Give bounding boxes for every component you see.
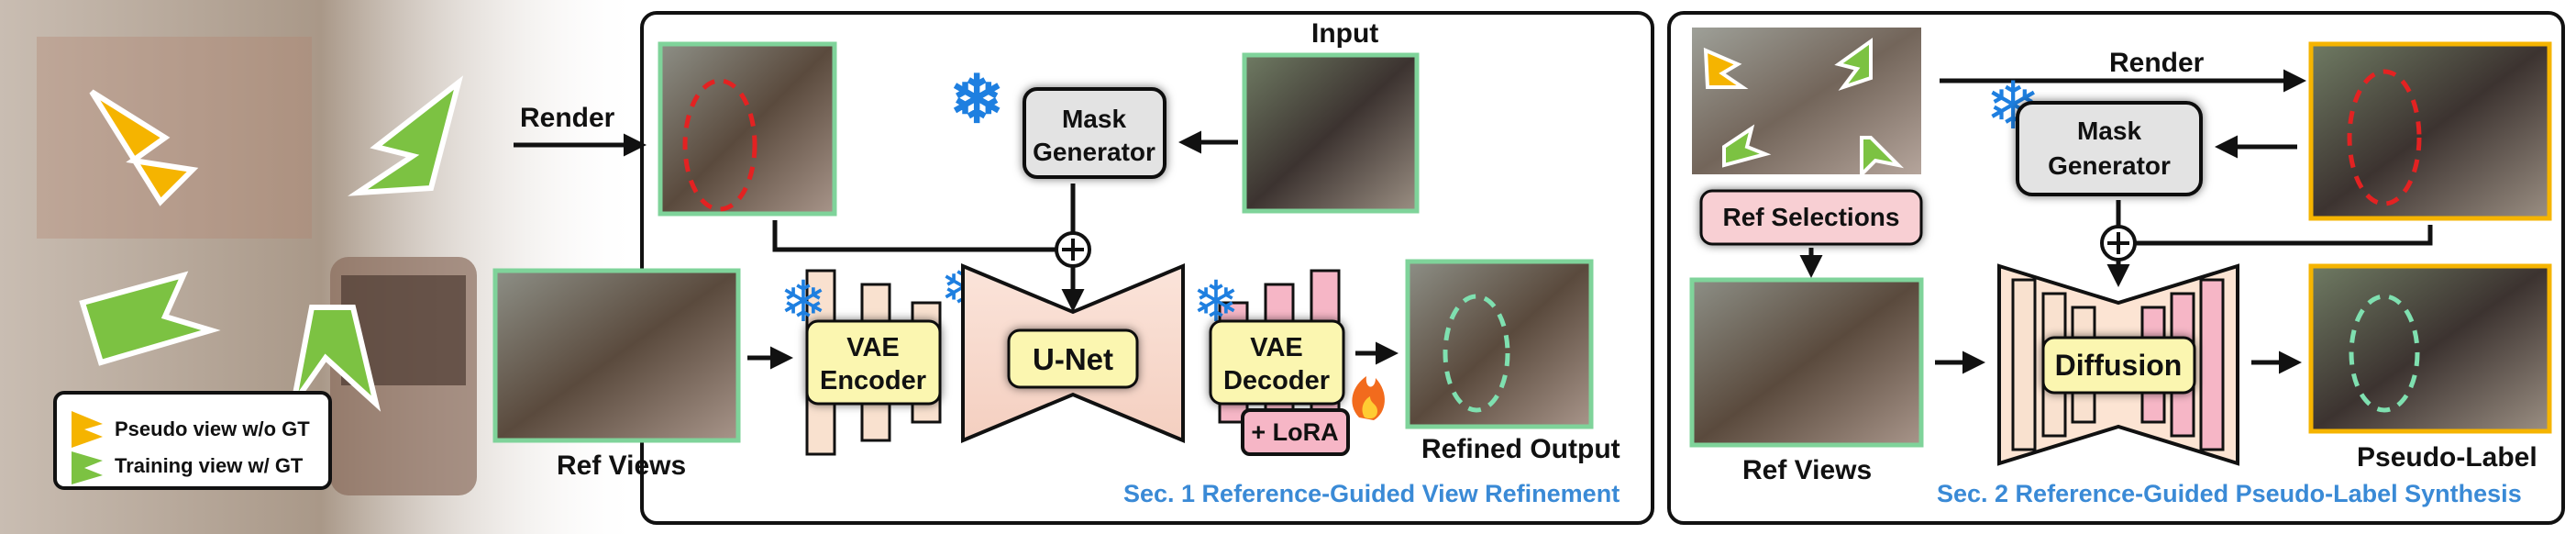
diffusion-label: Diffusion [2055,349,2183,382]
ref-views-label: Ref Views [557,451,686,481]
plus-circle-icon [2100,225,2137,261]
lora-box [1241,408,1350,456]
mask-generator-line1: Mask [1062,105,1126,133]
unet-box [1007,328,1139,389]
lora-label: + LoRA [1251,418,1338,446]
mask-generator-2-line2: Generator [2048,151,2171,180]
section1-caption: Sec. 1 Reference-Guided View Refinement [1123,480,1620,507]
vae-encoder-box [805,319,942,406]
fire-icon [1352,376,1385,420]
vae-decoder-box [1209,319,1345,406]
legend-pseudo-icon [72,411,103,448]
legend-pseudo-label: Pseudo view w/o GT [115,417,310,440]
artifact-mask-circle [682,78,757,212]
rendered-pseudo-view-image [2308,41,2552,221]
ref-selections-label: Ref Selections [1723,203,1900,231]
input-label: Input [1311,18,1378,49]
training-view-camera-icon [291,305,381,412]
ref-views-image [492,268,741,443]
refined-output-label: Refined Output [1421,434,1620,464]
plus-circle-icon [1055,231,1091,268]
vae-decoder-line1: VAE [1250,333,1302,362]
legend-training-icon [72,451,103,484]
mask-generator-2-line1: Mask [2077,117,2141,145]
camera-scene-image [1692,28,1921,179]
ref-views-label-2: Ref Views [1742,455,1872,485]
vae-encoder-line1: VAE [846,333,899,362]
section1-frame [640,11,1654,525]
diffusion-box [2041,336,2196,395]
pseudo-label-image [2308,263,2552,434]
vae-encoder-line2: Encoder [820,366,926,395]
ref-selections-box [1699,189,1923,246]
ref-views-image-2 [1689,277,1924,448]
pseudo-view-camera-icon [89,89,199,206]
mask-generator-box [1023,87,1166,179]
pseudo-label-label: Pseudo-Label [2357,442,2537,473]
legend: Pseudo view w/o GT Training view w/ GT [53,391,332,490]
mask-generator-box-2 [2016,101,2203,196]
refined-output-image [1405,259,1594,429]
legend-training-label: Training view w/ GT [115,454,304,477]
vae-decoder-line2: Decoder [1223,366,1330,395]
unet-label: U-Net [1033,342,1113,376]
mask-generator-line2: Generator [1033,138,1155,166]
render-label: Render [520,103,615,133]
render-label-2: Render [2109,48,2205,78]
training-view-camera-icon [79,271,221,366]
input-image [1242,52,1420,214]
training-view-camera-icon [348,75,464,196]
section2-frame [1667,11,2565,525]
section2-caption: Sec. 2 Reference-Guided Pseudo-Label Syn… [1937,480,2522,507]
rendered-view-image [658,41,837,217]
snowflake-icon: ❄ [949,63,1004,137]
